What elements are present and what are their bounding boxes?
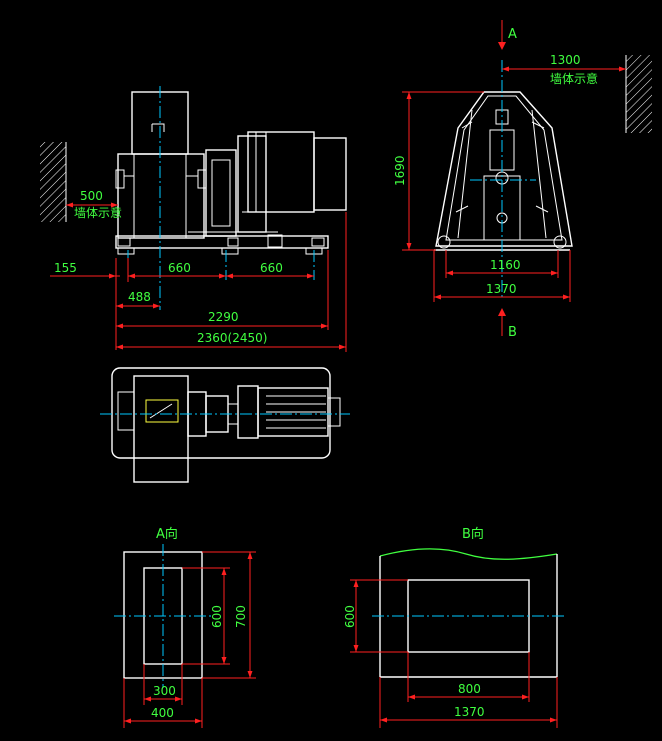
dim-2290: 2290 <box>116 250 329 330</box>
svg-text:700: 700 <box>234 605 248 628</box>
dim-1690: 1690 <box>393 91 484 251</box>
wall-hatch-icon <box>40 142 67 222</box>
dim-1300: 1300 墙体示意 <box>502 53 626 86</box>
section-arrow-icon: A <box>498 20 517 50</box>
dim-1160: 1160 <box>445 250 559 278</box>
svg-text:A: A <box>508 27 517 42</box>
coupling <box>205 149 237 237</box>
svg-text:1370: 1370 <box>454 705 485 719</box>
detail-b: B向 600 800 1370 <box>343 526 566 728</box>
dim-row-660: 155 660 660 <box>50 258 314 350</box>
svg-text:300: 300 <box>153 684 176 698</box>
side-body <box>434 91 573 251</box>
svg-text:660: 660 <box>260 261 283 275</box>
detail-a: A向 600 700 300 400 <box>114 526 256 728</box>
crusher-body <box>115 91 207 239</box>
svg-text:488: 488 <box>128 290 151 304</box>
dim-500: 500 墙体示意 <box>66 189 122 220</box>
front-view: 500 墙体示意 155 660 660 488 <box>40 86 347 352</box>
section-arrow-icon: B <box>498 308 517 340</box>
base-frame <box>115 231 329 255</box>
svg-text:1370: 1370 <box>486 282 517 296</box>
dim-1370: 1370 <box>433 250 571 302</box>
dim-488: 488 <box>116 290 160 309</box>
svg-text:2290: 2290 <box>208 310 239 324</box>
svg-text:1160: 1160 <box>490 258 521 272</box>
svg-text:600: 600 <box>343 605 357 628</box>
wall-hatch-icon <box>625 55 652 133</box>
motor <box>237 131 347 233</box>
svg-text:A向: A向 <box>156 526 178 542</box>
svg-text:2360(2450): 2360(2450) <box>197 331 267 345</box>
svg-text:墙体示意: 墙体示意 <box>74 205 122 220</box>
svg-text:600: 600 <box>210 605 224 628</box>
svg-text:500: 500 <box>80 189 103 203</box>
svg-text:1300: 1300 <box>550 53 581 67</box>
svg-text:B: B <box>508 325 517 340</box>
svg-text:400: 400 <box>151 706 174 720</box>
svg-text:墙体示意: 墙体示意 <box>550 71 598 86</box>
top-view <box>100 367 350 483</box>
svg-text:1690: 1690 <box>393 155 407 186</box>
svg-text:800: 800 <box>458 682 481 696</box>
svg-text:660: 660 <box>168 261 191 275</box>
svg-text:155: 155 <box>54 261 77 275</box>
side-view: A B <box>393 20 652 340</box>
svg-text:B向: B向 <box>462 526 484 542</box>
dim-2360: 2360(2450) <box>116 212 347 352</box>
